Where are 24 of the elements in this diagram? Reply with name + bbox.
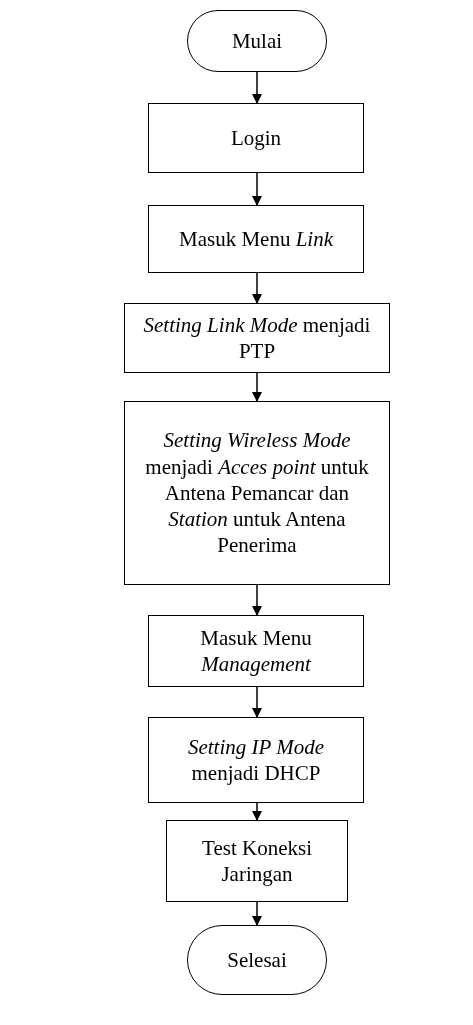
step-text: Login xyxy=(230,124,282,152)
step-text: Setting Link Mode menjadi PTP xyxy=(142,311,372,365)
arrow xyxy=(252,71,262,104)
step-text: Test Koneksi Jaringan xyxy=(201,834,313,888)
process-box xyxy=(148,717,364,803)
process-box xyxy=(148,103,364,173)
arrow xyxy=(252,802,262,821)
arrow xyxy=(252,584,262,616)
process-box xyxy=(148,615,364,687)
arrow xyxy=(252,272,262,304)
process-box xyxy=(148,205,364,273)
step-text: Setting Wireless Mode menjadi Acces point untuk Antena Pemancar dan Station untuk Antena Penerima xyxy=(144,427,370,559)
process-box xyxy=(124,401,390,585)
process-box xyxy=(166,820,348,902)
step-text: Mulai xyxy=(231,27,283,55)
step-text: Setting IP Mode menjadi DHCP xyxy=(186,733,326,787)
step-text: Masuk Menu Link xyxy=(179,225,333,253)
arrow xyxy=(252,172,262,206)
arrow xyxy=(252,901,262,926)
process-box xyxy=(124,303,390,373)
arrow xyxy=(252,372,262,402)
step-text: Masuk Menu Management xyxy=(199,624,313,678)
arrow xyxy=(252,686,262,718)
step-text: Selesai xyxy=(227,946,287,974)
